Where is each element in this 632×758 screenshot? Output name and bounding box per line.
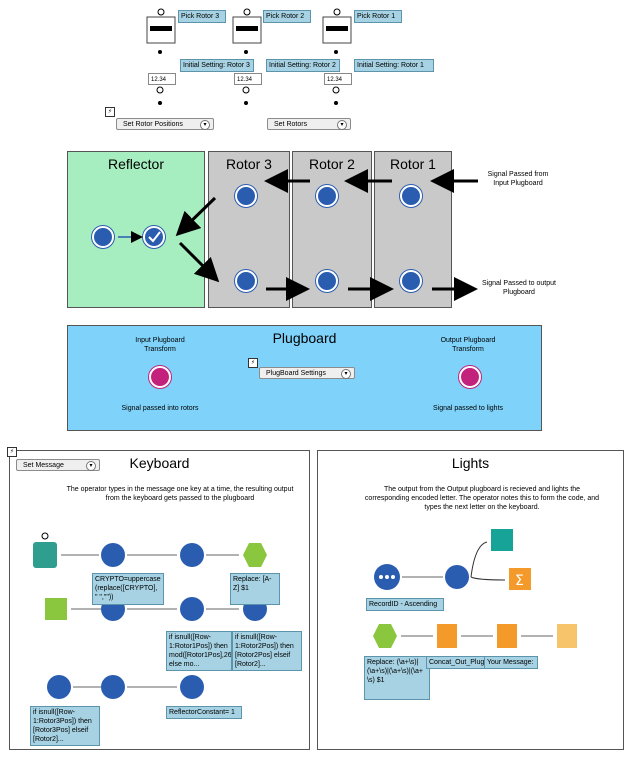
rotor3-dropdown-tool[interactable] bbox=[146, 8, 176, 46]
to-lights-text: Signal passed to lights bbox=[432, 405, 504, 412]
chevron-down-icon: ▾ bbox=[200, 120, 210, 130]
initial-rotor2-label: Initial Setting: Rotor 2 bbox=[266, 59, 340, 72]
record-id-label: RecordID - Ascending bbox=[366, 598, 444, 611]
reflector-input-node[interactable] bbox=[92, 226, 114, 248]
chevron-down-icon: ▾ bbox=[341, 369, 351, 379]
rotor3-initial-input[interactable]: 12.34 bbox=[148, 73, 176, 85]
initial-rotor3-label: Initial Setting: Rotor 3 bbox=[180, 59, 254, 72]
svg-text:Σ: Σ bbox=[515, 573, 524, 589]
rotor1-top-node[interactable] bbox=[400, 185, 422, 207]
machine-arrows bbox=[118, 169, 478, 301]
input-transform-text: Input Plugboard Transform bbox=[135, 337, 185, 353]
input-plugboard-node[interactable] bbox=[149, 366, 171, 388]
rotor2-dropdown-tool[interactable] bbox=[232, 8, 262, 46]
if-rotor2-label: if isnull([Row-1:Rotor2Pos]) then [Rotor… bbox=[232, 631, 302, 671]
rotor3-title: Rotor 3 bbox=[226, 156, 272, 172]
output-transform-text: Output Plugboard Transform bbox=[440, 337, 496, 353]
signal-in-text: Signal Passed from Input Plugboard bbox=[487, 171, 549, 187]
pick-rotor2-label: Pick Rotor 2 bbox=[263, 10, 311, 23]
lights-title: Lights bbox=[451, 455, 490, 471]
set-rotor-positions-dropdown[interactable]: Set Rotor Positions ▾ bbox=[116, 118, 214, 130]
output-plugboard-node[interactable] bbox=[459, 366, 481, 388]
rotor3-top-node[interactable] bbox=[235, 185, 257, 207]
initial-rotor1-label: Initial Setting: Rotor 1 bbox=[354, 59, 434, 72]
rotor2-top-node[interactable] bbox=[316, 185, 338, 207]
rotor1-title: Rotor 1 bbox=[390, 156, 436, 172]
replace-long-label: Replace: (\a+\s)|(\a+\s)|(\a+\s)|(\a+ \s… bbox=[364, 656, 430, 700]
keyboard-title: Keyboard bbox=[129, 455, 190, 471]
plugboard-settings-dropdown[interactable]: PlugBoard Settings ▾ bbox=[259, 367, 355, 379]
top-connector-icons bbox=[156, 50, 340, 105]
set-rotor-positions-label: Set Rotor Positions bbox=[123, 121, 183, 128]
pick-rotor1-label: Pick Rotor 1 bbox=[354, 10, 402, 23]
reflector-title: Reflector bbox=[107, 156, 165, 172]
lightning-icon: ⚡ bbox=[248, 358, 258, 368]
reflector-check-node[interactable] bbox=[143, 226, 165, 248]
if-rotor3-label: if isnull([Row-1:Rotor3Pos]) then [Rotor… bbox=[30, 706, 100, 746]
concat-label: Concat_Out_PlugB... bbox=[426, 656, 488, 669]
lights-description: The output from the Output plugboard is … bbox=[364, 486, 600, 511]
chevron-down-icon: ▾ bbox=[86, 461, 96, 471]
lights-workflow: Σ bbox=[373, 529, 577, 648]
lightning-icon: ⚡ bbox=[7, 447, 17, 457]
set-message-dropdown[interactable]: Set Message ▾ bbox=[16, 459, 100, 471]
signal-out-text: Signal Passed to output Plugboard bbox=[482, 280, 556, 296]
rotor2-title: Rotor 2 bbox=[309, 156, 355, 172]
set-rotors-dropdown[interactable]: Set Rotors ▾ bbox=[267, 118, 351, 130]
set-rotors-label: Set Rotors bbox=[274, 121, 308, 128]
your-message-label: Your Message: bbox=[484, 656, 538, 669]
formula-crypto-label: CRYPTO=uppercase (replace([CRYPTO], " ",… bbox=[92, 573, 164, 605]
lightning-icon: ⚡ bbox=[105, 107, 115, 117]
plugboard-title: Plugboard bbox=[272, 330, 337, 346]
chevron-down-icon: ▾ bbox=[337, 120, 347, 130]
rotor1-dropdown-tool[interactable] bbox=[322, 8, 352, 46]
reflector-const-label: ReflectorConstant= 1 bbox=[166, 706, 242, 719]
pick-rotor3-label: Pick Rotor 3 bbox=[178, 10, 226, 23]
replace-az-label: Replace: [A-Z] $1 bbox=[230, 573, 280, 605]
keyboard-description: The operator types in the message one ke… bbox=[66, 486, 294, 502]
rotor1-initial-input[interactable]: 12.34 bbox=[324, 73, 352, 85]
if-rotor1-label: if isnull([Row-1:Rotor1Pos]) then mod([R… bbox=[166, 631, 232, 671]
into-rotors-text: Signal passed into rotors bbox=[121, 405, 199, 412]
rotor3-bottom-node[interactable] bbox=[235, 270, 257, 292]
rotor1-bottom-node[interactable] bbox=[400, 270, 422, 292]
rotor2-initial-input[interactable]: 12.34 bbox=[234, 73, 262, 85]
set-message-label: Set Message bbox=[23, 462, 64, 469]
rotor2-bottom-node[interactable] bbox=[316, 270, 338, 292]
plugboard-settings-label: PlugBoard Settings bbox=[266, 370, 326, 377]
